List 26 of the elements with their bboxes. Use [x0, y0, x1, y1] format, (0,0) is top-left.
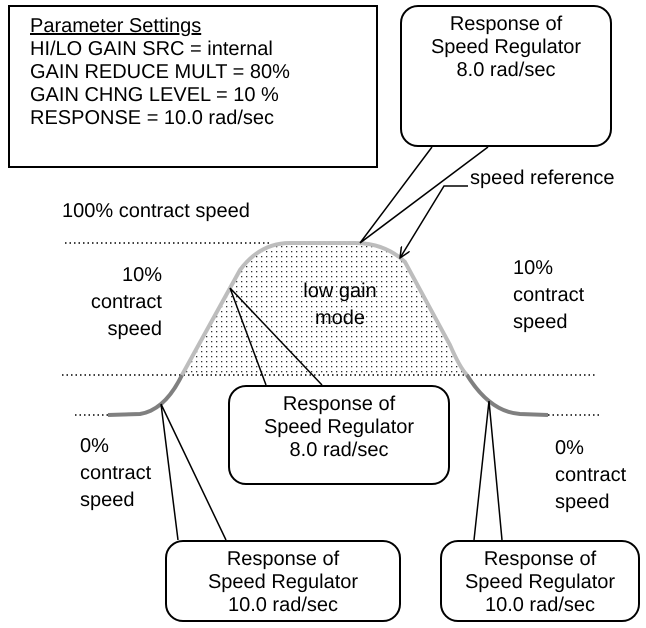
arrow	[399, 185, 468, 259]
settings-box	[8, 5, 378, 168]
callout-bubble	[440, 540, 640, 622]
level-label: 0% contract speed	[80, 434, 152, 513]
level-label: 10% contract speed	[513, 256, 586, 335]
callout-text: Response of Speed Regulator 10.0 rad/sec	[206, 548, 360, 617]
curve-label: speed reference	[470, 167, 615, 190]
setting-line: GAIN CHNG LEVEL = 10 %	[30, 84, 279, 107]
callout-pointer	[359, 146, 489, 244]
callout-pointer	[229, 287, 323, 386]
callout-text: Response of Speed Regulator 10.0 rad/sec	[464, 548, 616, 617]
region-label: low gain mode	[302, 279, 378, 331]
setting-line: RESPONSE = 10.0 rad/sec	[30, 107, 274, 130]
callout-bubble	[400, 5, 612, 147]
level-label: 100% contract speed	[62, 199, 251, 224]
callout-pointer	[473, 400, 503, 541]
level-label: 0% contract speed	[555, 436, 628, 515]
callout-bubble	[165, 540, 401, 622]
settings-heading: Parameter Settings	[30, 15, 202, 38]
callout-pointer	[160, 403, 227, 541]
callout-text: Response of Speed Regulator 8.0 rad/sec	[262, 393, 416, 462]
callout-text: Response of Speed Regulator 8.0 rad/sec	[430, 13, 582, 82]
callout-bubble	[228, 385, 450, 485]
setting-line: HI/LO GAIN SRC = internal	[30, 38, 273, 61]
setting-line: GAIN REDUCE MULT = 80%	[30, 61, 290, 84]
level-label: 10% contract speed	[90, 263, 162, 342]
